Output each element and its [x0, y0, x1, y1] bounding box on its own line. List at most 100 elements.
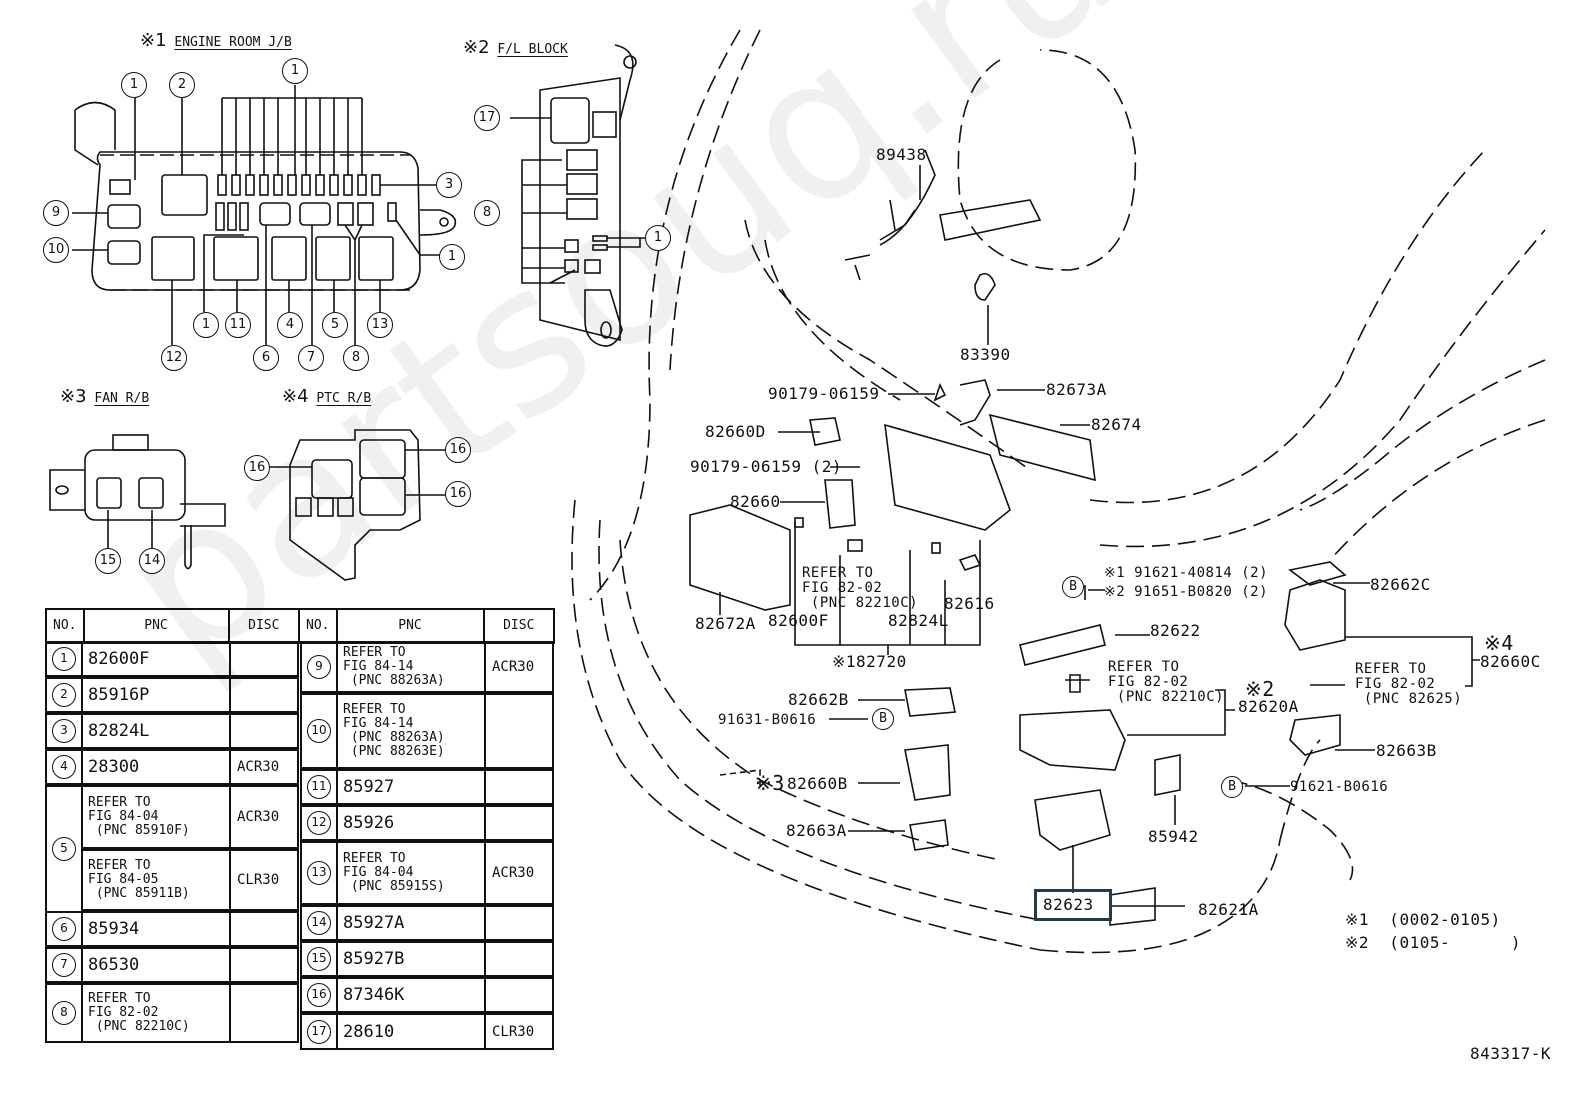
callout-1[interactable]: 1	[282, 58, 308, 84]
part-label-91631-b0616[interactable]: 91631-B0616	[718, 712, 817, 728]
table-cell-disc	[229, 713, 299, 749]
callout-16[interactable]: 16	[244, 455, 270, 481]
callout-1[interactable]: 1	[121, 72, 147, 98]
callout-1[interactable]: 1	[645, 225, 671, 251]
table-cell-pnc: 82600F	[81, 641, 229, 677]
part-label-182720[interactable]: ※182720	[832, 652, 907, 671]
bolt-marker-b[interactable]: B	[1221, 776, 1243, 798]
callout-17[interactable]: 17	[474, 105, 500, 131]
ptc-rb-drawing	[270, 429, 445, 581]
part-label-82660[interactable]: 82660	[730, 492, 781, 511]
item-number-badge: 10	[307, 719, 331, 743]
part-label-82660c[interactable]: 82660C	[1480, 652, 1541, 671]
callout-3[interactable]: 3	[436, 172, 462, 198]
part-label-82662b[interactable]: 82662B	[788, 690, 849, 709]
table-cell-disc	[484, 905, 554, 941]
table-cell-pnc: REFER TO FIG 84-04 (PNC 85910F)	[81, 785, 229, 849]
part-label-82600f[interactable]: 82600F	[768, 611, 829, 630]
table-cell-pnc: 28300	[81, 749, 229, 785]
part-label-82663a[interactable]: 82663A	[786, 821, 847, 840]
callout-10[interactable]: 10	[43, 237, 69, 263]
part-label-91621-b0616[interactable]: 91621-B0616	[1290, 779, 1389, 795]
callout-1[interactable]: 1	[439, 244, 465, 270]
table-row[interactable]: REFER TO FIG 84-05 (PNC 85911B)CLR30	[45, 849, 299, 911]
table-cell-no: 13	[300, 841, 336, 905]
callout-16[interactable]: 16	[445, 481, 471, 507]
inset-title-fl-block: ※2 F/L BLOCK	[463, 37, 568, 58]
callout-11[interactable]: 11	[225, 312, 251, 338]
callout-9[interactable]: 9	[43, 200, 69, 226]
table-cell-no: 5	[45, 785, 81, 911]
callout-2[interactable]: 2	[169, 72, 195, 98]
callout-6[interactable]: 6	[253, 345, 279, 371]
bolt-label-b[interactable]: ※1 91621-40814 (2) ※2 91651-B0820 (2)	[1104, 565, 1269, 600]
part-label-82672a[interactable]: 82672A	[695, 614, 756, 633]
part-label-90179-06159-2[interactable]: 90179-06159 (2)	[690, 457, 842, 476]
part-label-82621a[interactable]: 82621A	[1198, 900, 1259, 919]
table-cell-pnc: REFER TO FIG 84-14 (PNC 88263A)	[336, 641, 484, 693]
table-cell-disc: ACR30	[484, 641, 554, 693]
callout-7[interactable]: 7	[298, 345, 324, 371]
part-label-82660d[interactable]: 82660D	[705, 422, 766, 441]
callout-16[interactable]: 16	[445, 437, 471, 463]
highlighted-part-box[interactable]	[1034, 889, 1112, 921]
table-cell-no: 16	[300, 977, 336, 1013]
callout-1[interactable]: 1	[193, 312, 219, 338]
table-cell-no: 4	[45, 749, 81, 785]
table-cell-disc	[484, 693, 554, 769]
callout-15[interactable]: 15	[95, 548, 121, 574]
header-pnc: PNC	[82, 608, 230, 644]
part-label-83390[interactable]: 83390	[960, 345, 1011, 364]
part-label-89438[interactable]: 89438	[876, 145, 927, 164]
part-label-82620a[interactable]: 82620A	[1238, 697, 1299, 716]
table-cell-disc	[229, 911, 299, 947]
fl-block-drawing	[510, 44, 645, 347]
callout-5[interactable]: 5	[322, 312, 348, 338]
refer-note-82625[interactable]: REFER TO FIG 82-02 (PNC 82625)	[1355, 661, 1463, 707]
footnote-2: ※2 (0105- )	[1345, 933, 1522, 952]
callout-4[interactable]: 4	[277, 312, 303, 338]
bolt-marker-b[interactable]: B	[1062, 576, 1084, 598]
part-label-82622[interactable]: 82622	[1150, 621, 1201, 640]
callout-8[interactable]: 8	[474, 200, 500, 226]
callout-14[interactable]: 14	[139, 548, 165, 574]
item-number-badge: 7	[52, 953, 76, 977]
part-label-82616[interactable]: 82616	[944, 594, 995, 613]
part-label-82824l[interactable]: 82824L	[888, 611, 949, 630]
part-label-82662c[interactable]: 82662C	[1370, 575, 1431, 594]
refer-note-82210c-b[interactable]: REFER TO FIG 82-02 (PNC 82210C)	[1108, 659, 1225, 705]
part-label-82660b[interactable]: 82660B	[787, 774, 848, 793]
part-label-85942[interactable]: 85942	[1148, 827, 1199, 846]
inset-title-ptc-rb: ※4 PTC R/B	[282, 386, 372, 407]
callout-12[interactable]: 12	[161, 345, 187, 371]
item-number-badge: 3	[52, 719, 76, 743]
part-label-82623[interactable]: 82623	[1043, 895, 1094, 914]
bolt-marker-b[interactable]: B	[872, 708, 894, 730]
callout-8[interactable]: 8	[343, 345, 369, 371]
part-label-90179-06159[interactable]: 90179-06159	[768, 384, 880, 403]
refer-note-82210c[interactable]: REFER TO FIG 82-02 (PNC 82210C)	[802, 565, 919, 611]
part-label-82674[interactable]: 82674	[1091, 415, 1142, 434]
part-label-82663b[interactable]: 82663B	[1376, 741, 1437, 760]
table-cell-pnc: REFER TO FIG 84-14 (PNC 88263A) (PNC 882…	[336, 693, 484, 769]
header-no: NO.	[298, 608, 338, 644]
part-label-82673a[interactable]: 82673A	[1046, 380, 1107, 399]
callout-13[interactable]: 13	[367, 312, 393, 338]
